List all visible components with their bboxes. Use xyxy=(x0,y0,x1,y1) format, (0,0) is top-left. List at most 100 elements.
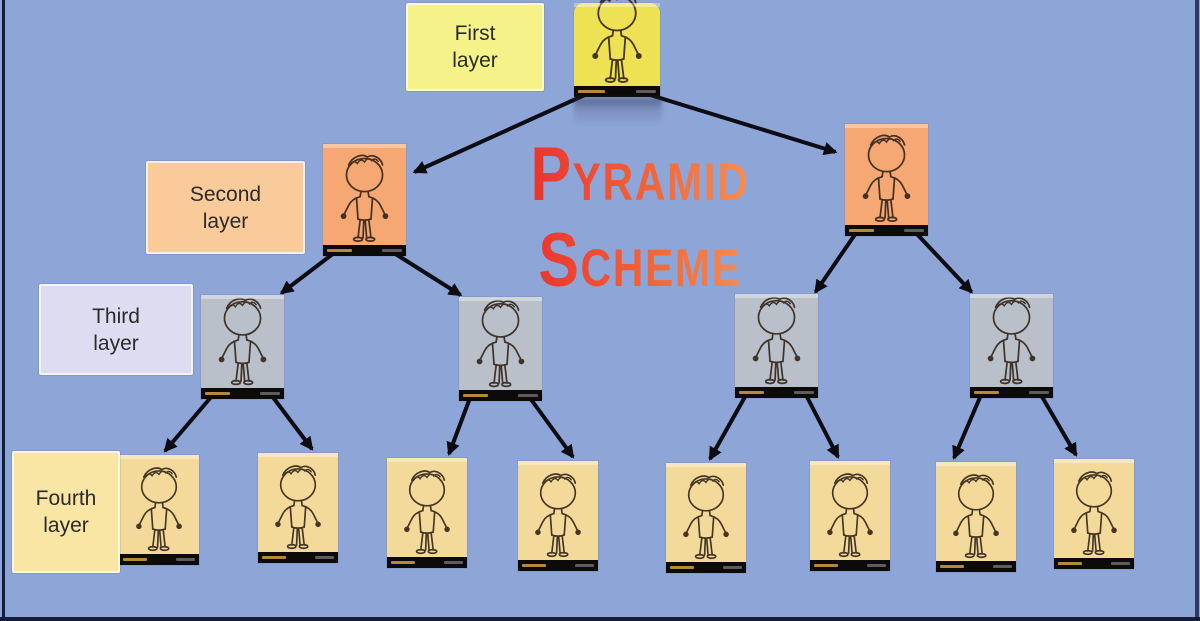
label-text: First xyxy=(454,22,496,45)
tree-arrow xyxy=(646,92,838,156)
person-figure xyxy=(201,289,284,388)
watermark-mark xyxy=(670,566,695,569)
person-card-fourth-layer-7 xyxy=(936,462,1016,572)
person-card-third-layer-3 xyxy=(734,294,818,398)
watermark-mark xyxy=(993,565,1012,568)
frame-border-right xyxy=(1195,0,1199,621)
card-footer-strip xyxy=(844,225,928,236)
doodle-person xyxy=(827,473,873,558)
tree-arrow xyxy=(528,396,575,459)
person-figure xyxy=(518,461,598,560)
person-figure xyxy=(574,0,660,86)
person-card-fourth-layer-3 xyxy=(387,458,467,568)
person-card-second-layer-1 xyxy=(322,144,406,256)
watermark-mark xyxy=(794,391,814,394)
person-card-first-layer-1 xyxy=(574,0,660,97)
card-footer-strip xyxy=(458,390,542,401)
card-footer-strip xyxy=(258,552,338,563)
watermark-mark xyxy=(575,564,594,567)
watermark-mark xyxy=(462,394,488,397)
person-card-fourth-layer-6 xyxy=(810,461,890,571)
tree-arrow xyxy=(708,394,748,461)
label-text: Fourth xyxy=(35,487,97,510)
label-text: layer xyxy=(93,331,139,355)
card-footer-strip xyxy=(322,245,406,256)
label-text: layer xyxy=(202,209,249,233)
doodle-person xyxy=(136,467,182,552)
doodle-person xyxy=(404,470,450,555)
doodle-person xyxy=(535,473,581,558)
tree-arrow xyxy=(392,251,463,297)
card-footer-strip xyxy=(734,387,818,398)
person-figure xyxy=(845,124,928,225)
card-footer-strip xyxy=(574,86,660,97)
watermark-mark xyxy=(848,229,874,232)
label-text: Third xyxy=(92,304,140,328)
watermark-mark xyxy=(973,391,999,394)
watermark-mark xyxy=(326,249,352,252)
doodle-person xyxy=(1071,471,1117,556)
person-figure xyxy=(258,453,338,552)
person-card-fourth-layer-2 xyxy=(258,453,338,563)
person-card-third-layer-4 xyxy=(969,294,1053,398)
watermark-mark xyxy=(578,90,605,93)
tree-arrow xyxy=(813,231,858,294)
watermark-mark xyxy=(904,229,924,232)
doodle-person xyxy=(683,475,729,560)
doodle-person xyxy=(340,154,388,242)
watermark-mark xyxy=(522,564,547,567)
doodle-person xyxy=(275,465,321,550)
doodle-person xyxy=(752,296,800,384)
label-note-first-layer: First layer xyxy=(406,3,544,91)
person-figure xyxy=(810,461,890,560)
watermark-mark xyxy=(444,561,463,564)
top-card-reflection xyxy=(574,98,662,126)
person-figure xyxy=(459,291,542,390)
watermark-mark xyxy=(262,556,287,559)
frame-border-left xyxy=(2,0,5,621)
tree-arrow xyxy=(163,394,214,453)
person-figure xyxy=(970,288,1053,387)
label-note-fourth-layer: Fourth layer xyxy=(12,451,120,573)
watermark-mark xyxy=(867,564,886,567)
card-footer-strip xyxy=(936,561,1016,572)
person-card-fourth-layer-1 xyxy=(119,455,199,565)
person-figure xyxy=(119,455,199,554)
person-card-second-layer-2 xyxy=(844,124,928,236)
person-figure xyxy=(323,144,406,245)
tree-arrow xyxy=(446,397,472,456)
label-note-third-layer: Third layer xyxy=(39,284,193,375)
tree-arrow xyxy=(279,251,336,295)
watermark-mark xyxy=(1111,562,1130,565)
card-footer-strip xyxy=(666,562,746,573)
watermark-mark xyxy=(1058,562,1083,565)
tree-arrow xyxy=(412,92,588,174)
tree-arrow xyxy=(952,394,983,460)
card-footer-strip xyxy=(119,554,199,565)
watermark-mark xyxy=(518,394,538,397)
watermark-mark xyxy=(123,558,148,561)
person-figure xyxy=(936,462,1016,561)
frame-border-bottom xyxy=(0,617,1200,621)
person-figure xyxy=(387,458,467,557)
doodle-person xyxy=(592,0,642,83)
label-text: Second xyxy=(189,182,262,206)
person-figure xyxy=(666,463,746,562)
doodle-person xyxy=(862,134,910,222)
watermark-mark xyxy=(204,392,230,395)
card-footer-strip xyxy=(969,387,1053,398)
watermark-mark xyxy=(940,565,965,568)
person-card-third-layer-2 xyxy=(458,297,542,401)
label-note-second-layer: Second layer xyxy=(146,161,305,254)
card-footer-strip xyxy=(518,560,598,571)
tree-arrow xyxy=(804,394,840,459)
tree-arrow xyxy=(270,394,314,451)
watermark-mark xyxy=(176,558,195,561)
person-card-fourth-layer-5 xyxy=(666,463,746,573)
doodle-person xyxy=(987,296,1035,384)
person-figure xyxy=(735,288,818,387)
label-text: layer xyxy=(43,514,89,537)
watermark-mark xyxy=(391,561,416,564)
tree-arrow xyxy=(1039,393,1078,457)
